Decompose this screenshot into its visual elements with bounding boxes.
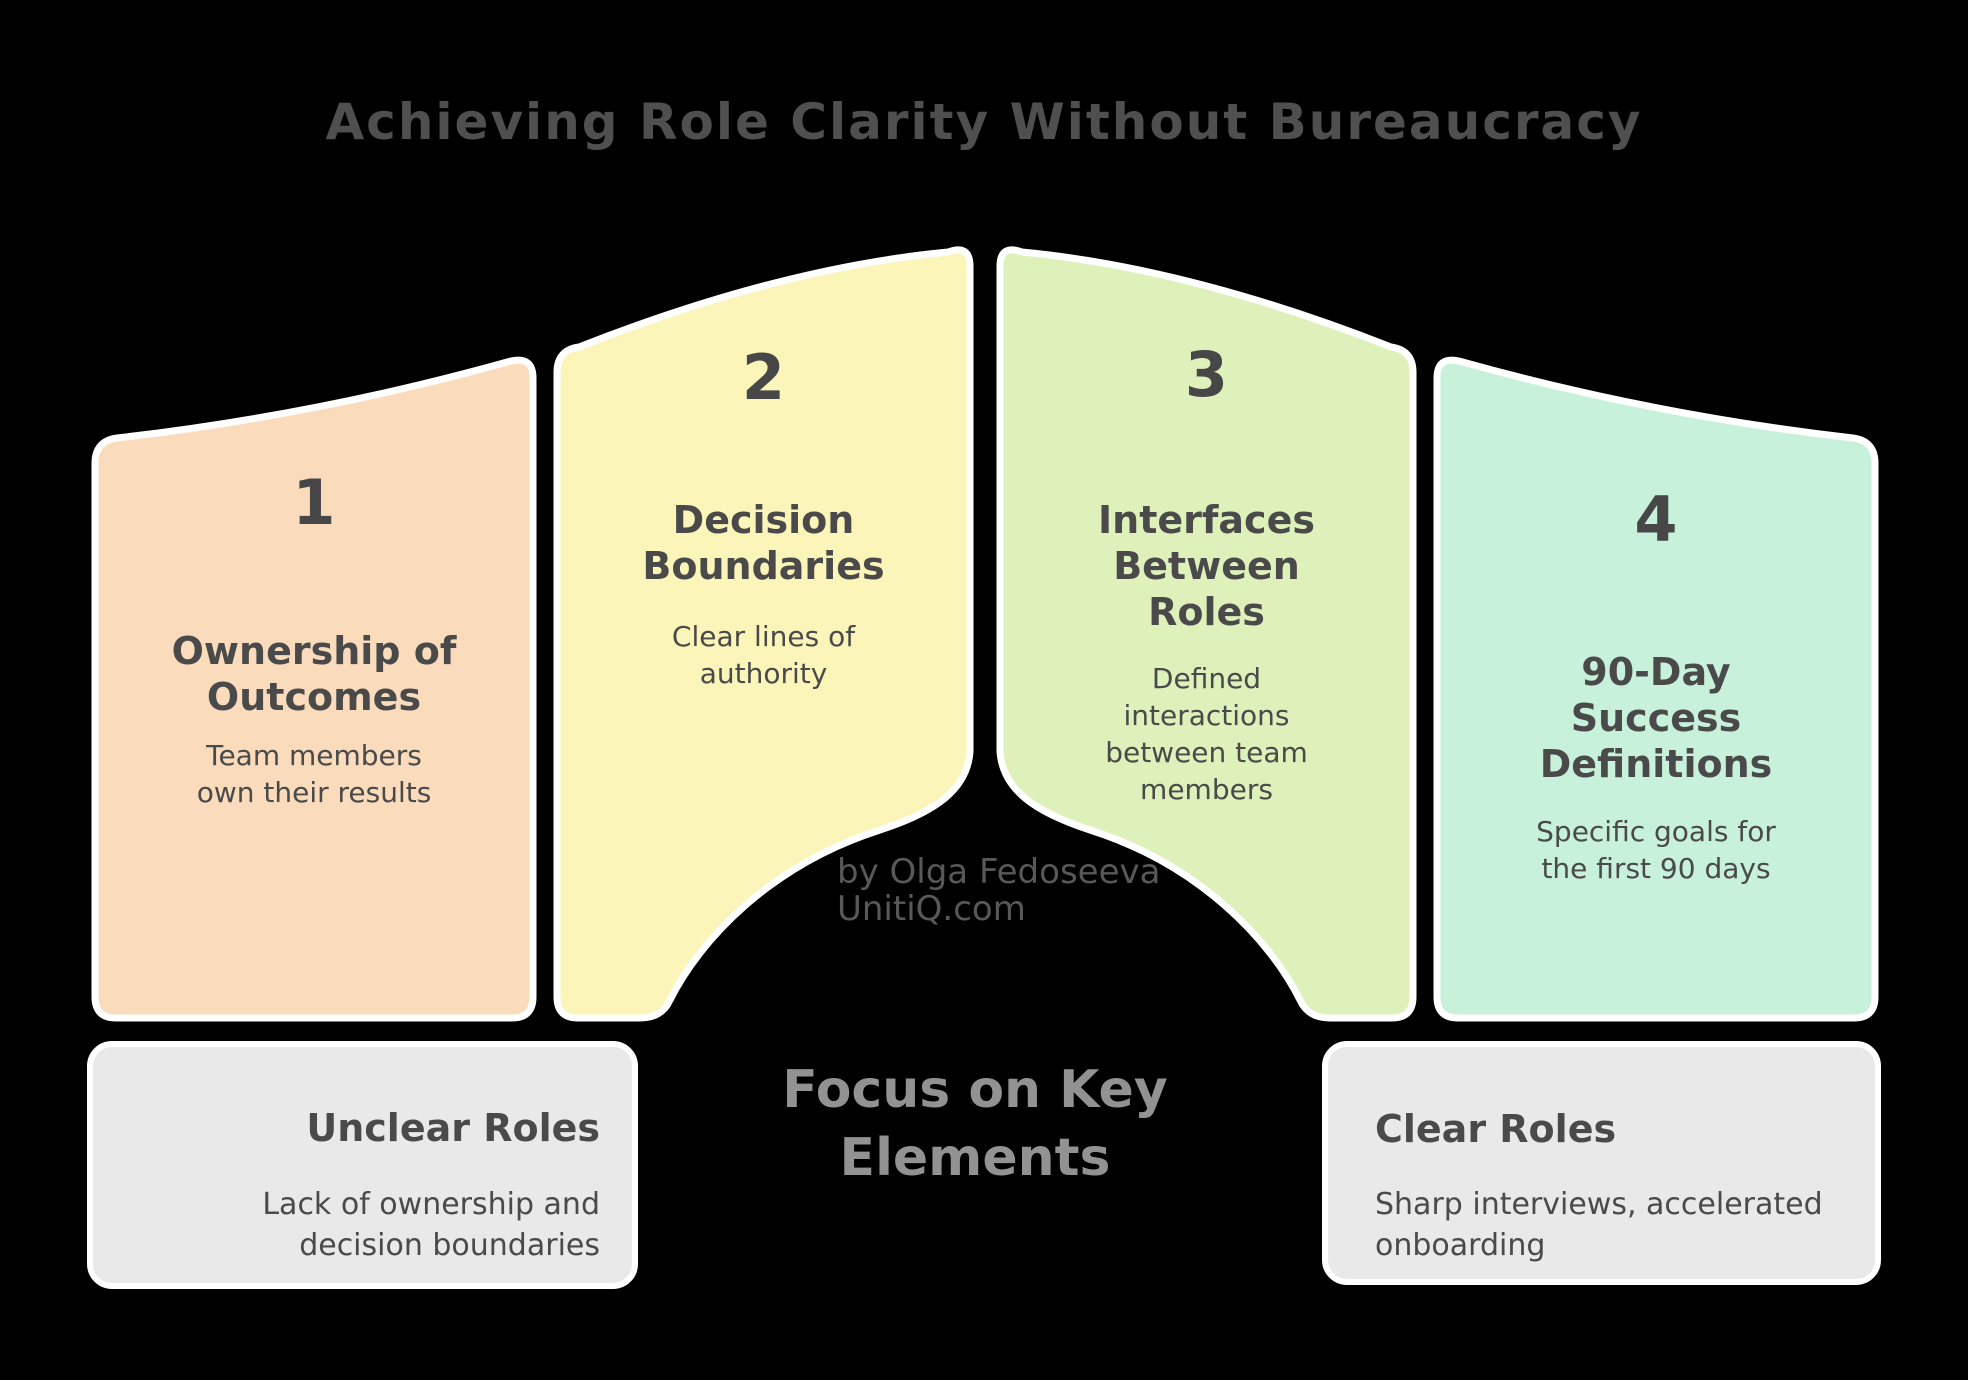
panel-body-line: members: [1140, 773, 1273, 806]
panel-1-number: 1: [292, 466, 336, 539]
panel-body-line: Clear lines of: [671, 620, 856, 653]
panel-body-line: Defined: [1151, 662, 1262, 695]
panel-1-heading: Ownership of Outcomes: [95, 628, 533, 720]
left-note-shape: [87, 1041, 638, 1289]
panel-3-body: Defined interactions between team member…: [1000, 660, 1413, 808]
center-caption-line: Elements: [839, 1128, 1111, 1188]
credit-block: by Olga Fedoseeva UnitiQ.com: [837, 854, 1160, 928]
panel-3-shape: [996, 246, 1417, 1022]
panel-heading-line: Interfaces: [1098, 498, 1315, 542]
panel-body-line: authority: [699, 657, 828, 690]
panel-heading-line: Definitions: [1539, 742, 1773, 786]
panel-heading-line: Boundaries: [642, 544, 885, 588]
panel-4-body: Specific goals for the first 90 days: [1437, 813, 1875, 887]
panel-body-line: the first 90 days: [1541, 852, 1771, 885]
note-body-line: Lack of ownership and: [262, 1187, 600, 1222]
note-body-line: decision boundaries: [299, 1228, 600, 1263]
panel-2-body: Clear lines of authority: [557, 618, 970, 692]
panel-3-heading: Interfaces Between Roles: [1000, 497, 1413, 635]
left-note-title: Unclear Roles: [306, 1106, 600, 1150]
panel-1-shape: [91, 356, 537, 1022]
panel-heading-line: Between: [1113, 544, 1300, 588]
right-note-shape: [1322, 1041, 1881, 1285]
note-body-line: Sharp interviews, accelerated: [1375, 1187, 1823, 1222]
right-note-body: Sharp interviews, accelerated onboarding: [1375, 1184, 1845, 1266]
credit-byline: by Olga Fedoseeva: [837, 852, 1161, 892]
page-title: Achieving Role Clarity Without Bureaucra…: [325, 93, 1643, 151]
right-note-title: Clear Roles: [1375, 1107, 1617, 1151]
panel-heading-line: Success: [1570, 696, 1742, 740]
center-caption: Focus on Key Elements: [675, 1056, 1275, 1192]
panel-body-line: Specific goals for: [1536, 815, 1776, 848]
panel-2-shape: [553, 246, 974, 1022]
panel-heading-line: 90-Day: [1581, 650, 1731, 694]
credit-site: UnitiQ.com: [837, 889, 1026, 929]
panel-body-line: between team: [1105, 736, 1308, 769]
panel-heading-line: Ownership of: [171, 629, 457, 673]
note-body-line: onboarding: [1375, 1228, 1546, 1263]
left-note-body: Lack of ownership and decision boundarie…: [120, 1184, 600, 1266]
panel-body-line: Team members: [206, 739, 422, 772]
panel-heading-line: Roles: [1148, 590, 1265, 634]
panel-body-line: interactions: [1123, 699, 1290, 732]
panel-2-number: 2: [741, 341, 786, 414]
panel-heading-line: Decision: [672, 498, 855, 542]
panel-4-number: 4: [1634, 483, 1678, 556]
panel-2-heading: Decision Boundaries: [557, 497, 970, 589]
panel-heading-line: Outcomes: [206, 675, 422, 719]
panel-4-heading: 90-Day Success Definitions: [1437, 649, 1875, 787]
panel-1-body: Team members own their results: [95, 737, 533, 811]
panel-4-shape: [1433, 356, 1879, 1022]
panel-body-line: own their results: [196, 776, 432, 809]
center-caption-line: Focus on Key: [782, 1060, 1168, 1120]
panel-3-number: 3: [1184, 338, 1229, 411]
